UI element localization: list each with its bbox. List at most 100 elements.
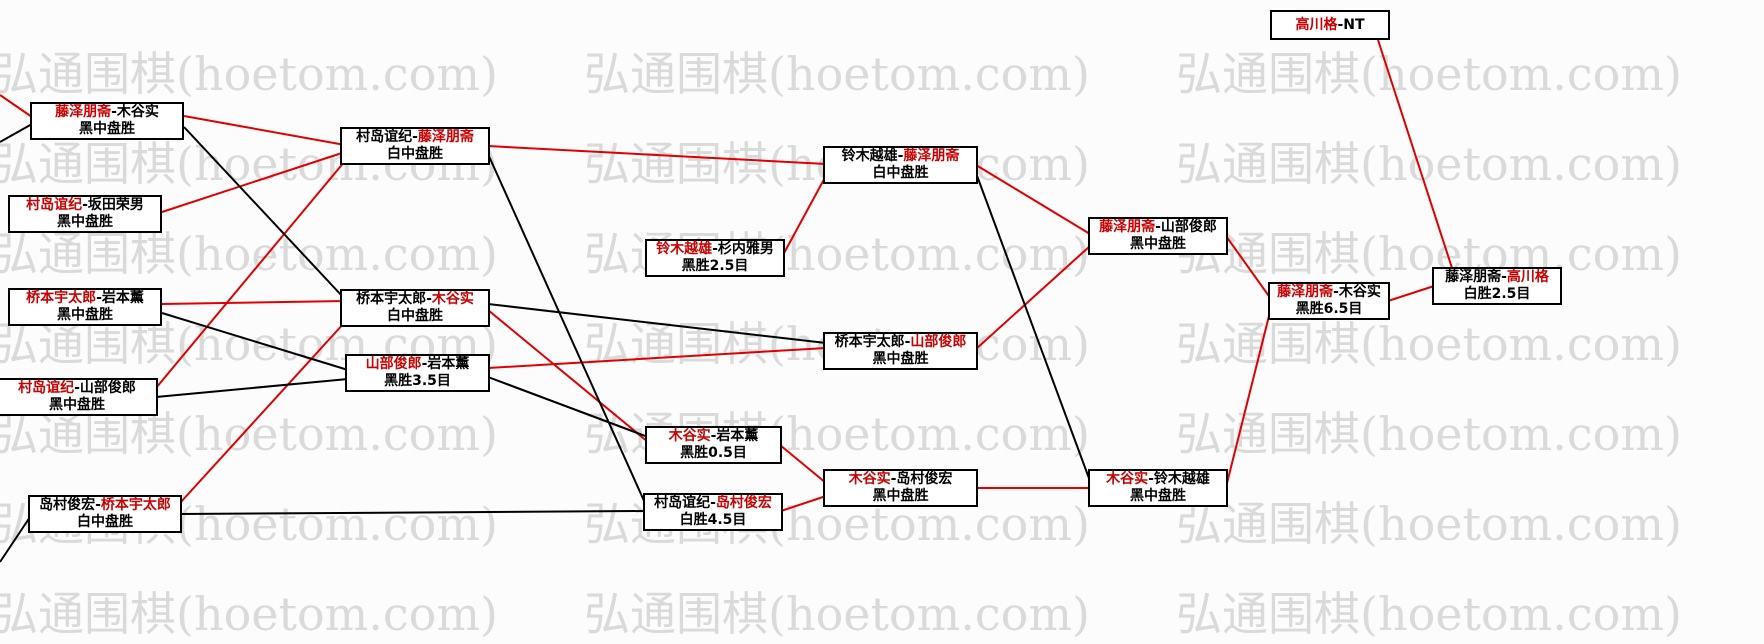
- winner-line: [487, 309, 649, 443]
- winner-line: [161, 151, 346, 213]
- match-result: 黑中盘胜: [1130, 488, 1186, 504]
- winner-line: [975, 164, 1091, 235]
- winner-name: 岛村俊宏: [715, 495, 772, 511]
- match-result: 黑胜2.5目: [681, 258, 749, 274]
- winner-line: [487, 347, 827, 369]
- match-box-5: 岛村俊宏-桥本宇太郎 白中盘胜: [28, 495, 182, 533]
- loser-line: [487, 376, 649, 438]
- match-result: 白胜4.5目: [679, 512, 747, 528]
- match-result: 白中盘胜: [872, 165, 929, 181]
- winner-name: 山部俊郎: [365, 356, 422, 372]
- watermark-text: 弘通围棋(hoetom.com): [0, 47, 498, 101]
- match-result: 黑中盘胜: [57, 307, 113, 323]
- watermark-text: 弘通围棋(hoetom.com): [1176, 587, 1682, 641]
- watermark-text: 弘通围棋(hoetom.com): [1176, 317, 1682, 371]
- match-result: 白中盘胜: [387, 146, 443, 162]
- winner-line: [779, 444, 827, 484]
- winner-line: [179, 321, 346, 504]
- winner-line: [1377, 39, 1453, 269]
- watermark-text: 弘通围棋(hoetom.com): [0, 407, 498, 461]
- match-players: 木谷实-岩本薰: [668, 428, 759, 444]
- winner-name: 桥本宇太郎: [26, 290, 97, 306]
- loser-line: [0, 516, 31, 563]
- winner-name: 藤泽朋斋: [417, 129, 474, 145]
- watermark-text: 弘通围棋(hoetom.com): [1176, 407, 1682, 461]
- winner-name: 藤泽朋斋: [55, 104, 112, 120]
- loser-line: [161, 312, 349, 371]
- winner-name: 木谷实: [668, 428, 711, 444]
- match-box-10: 木谷实-岩本薰 黑胜0.5目: [645, 426, 782, 464]
- loser-line: [487, 153, 646, 504]
- match-players: 岛村俊宏-桥本宇太郎: [39, 497, 171, 513]
- match-players: 村岛谊纪-藤泽朋斋: [356, 129, 474, 145]
- winner-name: 桥本宇太郎: [100, 497, 171, 513]
- winner-name: 山部俊郎: [910, 334, 967, 350]
- match-box-8: 山部俊郎-岩本薰 黑胜3.5目: [345, 354, 490, 392]
- winner-line: [487, 145, 827, 165]
- winner-name: 木谷实: [1106, 471, 1149, 487]
- winner-line: [1387, 285, 1435, 302]
- loser-line: [179, 510, 646, 515]
- winner-name: 藤泽朋斋: [1277, 284, 1334, 300]
- match-box-2: 村岛谊纪-坂田荣男 黑中盘胜: [8, 195, 162, 233]
- match-box-15: 藤泽朋斋-山部俊郎 黑中盘胜: [1088, 217, 1228, 255]
- match-result: 黑胜3.5目: [384, 373, 451, 389]
- loser-line: [0, 123, 33, 143]
- match-players: 铃木越雄-杉内雅男: [656, 241, 774, 257]
- winner-line: [155, 160, 346, 389]
- match-box-12: 铃木越雄-藤泽朋斋 白中盘胜: [823, 146, 978, 184]
- match-players: 村岛谊纪-坂田荣男: [26, 197, 144, 213]
- watermark-text: 弘通围棋(hoetom.com): [0, 587, 498, 641]
- loser-line: [975, 172, 1091, 482]
- match-players: 木谷实-铃木越雄: [1106, 471, 1210, 487]
- match-result: 黑中盘胜: [57, 214, 113, 230]
- match-box-16: 木谷实-铃木越雄 黑中盘胜: [1088, 469, 1228, 507]
- match-players: 桥本宇太郎-山部俊郎: [834, 334, 967, 350]
- match-players: 高川格-NT: [1295, 16, 1365, 33]
- match-players: 村岛谊纪-岛村俊宏: [654, 495, 772, 511]
- match-players: 桥本宇太郎-木谷实: [356, 291, 474, 307]
- winner-line: [975, 245, 1091, 350]
- match-result: 黑胜6.5目: [1295, 301, 1363, 317]
- match-players: 藤泽朋斋-木谷实: [55, 104, 159, 120]
- match-box-6: 村岛谊纪-藤泽朋斋 白中盘胜: [340, 127, 490, 165]
- match-result: 黑中盘胜: [872, 351, 929, 367]
- winner-line: [1225, 307, 1272, 488]
- match-result: 黑中盘胜: [79, 121, 135, 137]
- match-players: 桥本宇太郎-岩本薰: [26, 290, 144, 306]
- match-result: 黑中盘胜: [1130, 236, 1186, 252]
- match-box-7: 桥本宇太郎-木谷实 白中盘胜: [340, 289, 490, 327]
- winner-name: 村岛谊纪: [18, 380, 75, 396]
- winner-name: 铃木越雄: [656, 241, 713, 257]
- match-players: 藤泽朋斋-高川格: [1445, 269, 1549, 285]
- match-players: 铃木越雄-藤泽朋斋: [841, 148, 960, 164]
- winner-line: [183, 115, 346, 146]
- match-box-3: 桥本宇太郎-岩本薰 黑中盘胜: [8, 288, 162, 326]
- watermark-text: 弘通围棋(hoetom.com): [0, 227, 498, 281]
- watermark-text: 弘通围棋(hoetom.com): [584, 587, 1090, 641]
- match-box-11: 村岛谊纪-岛村俊宏 白胜4.5目: [643, 493, 783, 531]
- winner-name: 木谷实: [431, 291, 474, 307]
- match-box-1: 藤泽朋斋-木谷实 黑中盘胜: [30, 102, 184, 140]
- watermark-text: 弘通围棋(hoetom.com): [584, 47, 1090, 101]
- winner-name: 村岛谊纪: [26, 197, 83, 213]
- match-result: 黑中盘胜: [872, 488, 929, 504]
- match-result: 白中盘胜: [387, 308, 443, 324]
- final-match-box: 藤泽朋斋-高川格 白胜2.5目: [1432, 267, 1562, 305]
- match-players: 木谷实-岛村俊宏: [848, 471, 953, 487]
- winner-name: 藤泽朋斋: [1099, 219, 1156, 235]
- match-players: 村岛谊纪-山部俊郎: [18, 380, 136, 396]
- winner-line: [0, 94, 33, 118]
- match-box-9: 铃木越雄-杉内雅男 黑胜2.5目: [645, 239, 785, 277]
- watermark-text: 弘通围棋(hoetom.com): [1176, 137, 1682, 191]
- match-players: 藤泽朋斋-山部俊郎: [1099, 219, 1217, 235]
- titleholder-box: 高川格-NT: [1270, 10, 1390, 40]
- watermark-text: 弘通围棋(hoetom.com): [1176, 47, 1682, 101]
- loser-line: [487, 303, 827, 344]
- match-box-4: 村岛谊纪-山部俊郎 黑中盘胜: [0, 378, 158, 416]
- winner-line: [782, 171, 829, 256]
- match-players: 山部俊郎-岩本薰: [365, 356, 470, 372]
- match-result: 白中盘胜: [77, 514, 133, 530]
- match-result: 黑胜0.5目: [680, 445, 747, 461]
- winner-line: [1225, 235, 1272, 300]
